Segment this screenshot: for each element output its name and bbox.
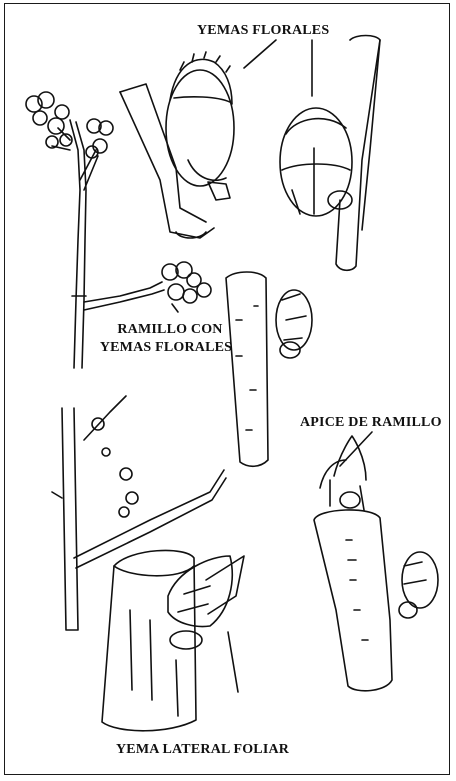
leader-lines bbox=[172, 40, 372, 692]
leafless-twig bbox=[52, 396, 226, 630]
upright-twig-with-flower-bud bbox=[280, 36, 380, 271]
label-ramillo-yemas-florales: YEMAS FLORALES bbox=[98, 340, 234, 356]
label-ramillo-con: RAMILLO CON bbox=[112, 322, 228, 338]
cut-twig-lateral-leaf-bud bbox=[102, 550, 244, 730]
thick-twig-with-flower-bud bbox=[120, 52, 234, 238]
twig-apex bbox=[314, 436, 438, 691]
middle-twig-with-bud bbox=[226, 272, 312, 466]
label-apice-de-ramillo: APICE DE RAMILLO bbox=[300, 415, 442, 431]
label-yema-lateral-foliar: YEMA LATERAL FOLIAR bbox=[116, 742, 289, 758]
label-yemas-florales: YEMAS FLORALES bbox=[197, 23, 329, 39]
